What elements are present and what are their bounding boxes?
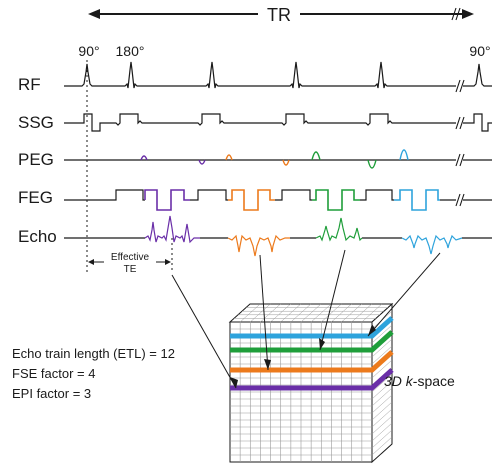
effective-te-indicator: Effective TE [88, 248, 171, 276]
kspace-label-prefix: 3D [384, 373, 406, 389]
connector-purple [171, 274, 237, 389]
echo-green [315, 217, 363, 242]
arrowhead-blue [368, 324, 376, 336]
arrowhead-purple [230, 377, 238, 388]
row-label-feg: FEG [18, 188, 53, 207]
kspace-grid-line [351, 303, 372, 323]
row-label-echo: Echo [18, 227, 57, 246]
kspace-grid-line [250, 303, 271, 323]
note-echo-train-length: Echo train length (ETL) = 12 [12, 346, 175, 361]
connector-green [319, 249, 346, 351]
kspace-grid-line [331, 303, 352, 323]
peg-lobe-green-down [367, 159, 377, 169]
feg-epi-orange [228, 189, 275, 211]
kspace-grid-line [371, 429, 393, 449]
row-label-ssg: SSG [18, 113, 54, 132]
tr-label: TR [267, 5, 291, 25]
rf-next-90-pulse [463, 63, 492, 87]
connector-orange [259, 254, 269, 371]
arrowhead-orange [264, 359, 271, 370]
kspace-grid-line [371, 422, 393, 442]
refocus-angle-label: 180° [116, 43, 145, 59]
kspace-grid-line [280, 303, 301, 323]
feg-epi-purple [144, 189, 190, 211]
tr-arrow: TR [88, 4, 474, 26]
echo-to-kspace-connectors [171, 249, 441, 389]
kspace-grid-line [371, 387, 393, 407]
peg-lobe-orange-up [225, 154, 233, 161]
kspace-grid-line [300, 303, 322, 323]
echo-blue [401, 234, 463, 255]
effective-te-label-line1: Effective [111, 252, 150, 263]
connector-blue [367, 252, 441, 337]
kspace-grid-line [371, 401, 393, 421]
kspace-grid-line [371, 436, 393, 456]
row-label-peg: PEG [18, 150, 54, 169]
effective-te-label-line2: TE [124, 264, 137, 275]
kspace-grid-line [371, 359, 393, 379]
rf-waveform [64, 61, 456, 89]
kspace-grid-line [371, 408, 393, 428]
note-fse-factor: FSE factor = 4 [12, 366, 95, 381]
kspace-grid-line [260, 303, 281, 323]
excite-angle-label: 90° [78, 43, 99, 59]
kspace-grid-line [341, 303, 362, 323]
kspace-grid-line [371, 380, 393, 400]
row-label-rf: RF [18, 75, 41, 94]
peg-lobe-blue-up [399, 149, 409, 161]
feg-epi-green [312, 189, 360, 211]
kspace-label-k: k [406, 373, 414, 389]
peg-lobe-purple-down [198, 159, 206, 165]
echo-purple [144, 215, 200, 244]
arrowhead-green [319, 338, 325, 350]
kspace-grid-line [321, 303, 342, 323]
kspace-grid-line [371, 338, 393, 358]
peg-lobe-orange-down [282, 159, 290, 166]
kspace-band-orange [230, 350, 394, 373]
kspace-grid-line [371, 373, 393, 393]
kspace-grid-line [371, 415, 393, 435]
kspace-band-blue [230, 316, 394, 339]
kspace-grid-line [371, 345, 393, 365]
ssg-waveform [64, 113, 456, 132]
ssg-next-segment [463, 113, 492, 132]
next-excite-angle-label: 90° [469, 43, 490, 59]
axis-break-marks [451, 7, 465, 207]
kspace-grid-line [310, 303, 332, 323]
feg-epi-blue [394, 189, 440, 211]
kspace-band-purple [230, 368, 394, 391]
kspace-grid-line [371, 394, 393, 414]
note-epi-factor: EPI factor = 3 [12, 386, 91, 401]
kspace-grid-line [371, 324, 393, 344]
kspace-grid-line [270, 303, 291, 323]
kspace-band-green [230, 330, 394, 353]
kspace-bands [230, 316, 394, 391]
peg-lobe-green-up [311, 151, 321, 161]
feg-baseline-black [64, 189, 492, 201]
kspace-block [228, 302, 394, 464]
kspace-grid-line [239, 303, 261, 323]
kspace-grid-line [361, 303, 383, 323]
kspace-label: 3D k-space [384, 373, 455, 389]
kspace-label-suffix: -space [413, 373, 455, 389]
kspace-grid-line [290, 303, 312, 323]
peg-lobe-purple-up [140, 155, 148, 161]
echo-orange [227, 234, 290, 257]
